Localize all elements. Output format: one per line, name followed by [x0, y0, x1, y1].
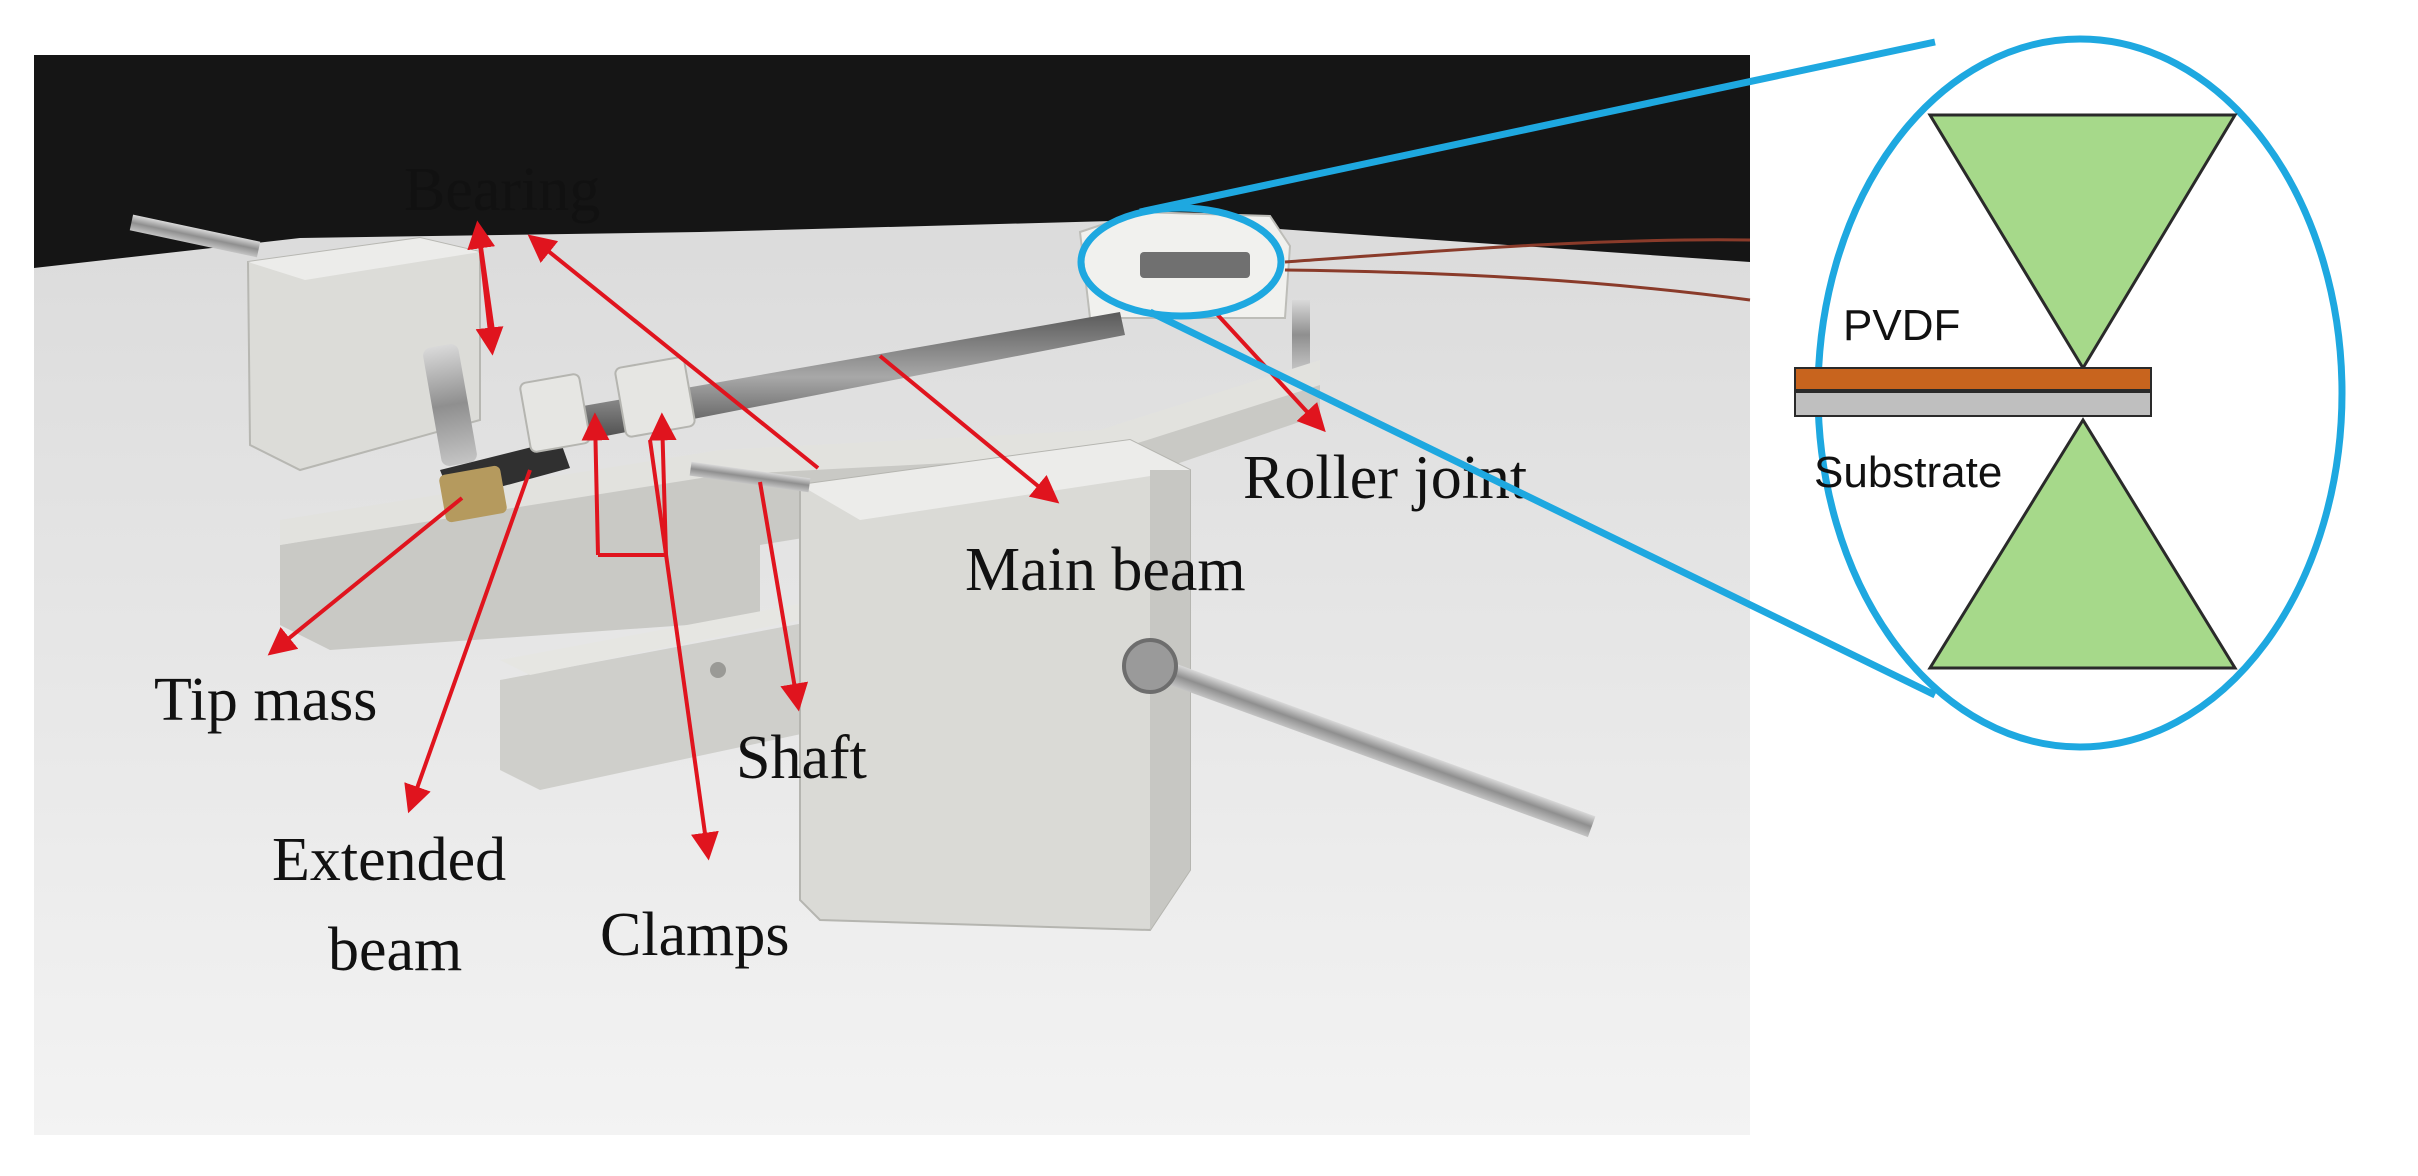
label-bearing: Bearing — [404, 156, 600, 224]
arrow-tip-mass — [267, 496, 464, 656]
zoom-connector-top — [1139, 38, 1936, 216]
label-pvdf: PVDF — [1843, 301, 1960, 350]
right-end-block-side — [1150, 470, 1190, 930]
shaft-bearing-ring — [1122, 638, 1178, 694]
label-clamps: Clamps — [600, 901, 789, 969]
upper-wedge — [1927, 113, 2238, 371]
arrow-clamp-left — [581, 412, 610, 556]
label-main-beam: Main beam — [965, 536, 1246, 604]
signal-wire — [1284, 238, 1751, 302]
left-shaft — [129, 214, 261, 258]
frame-foot-top — [500, 600, 850, 675]
tip-mass — [423, 344, 477, 466]
label-substrate: Substrate — [1814, 448, 2002, 497]
main-beam — [560, 312, 1125, 442]
zoom-source-ellipse — [1077, 204, 1285, 320]
tip-mass-nut — [439, 465, 507, 523]
label-tip-mass: Tip mass — [154, 666, 377, 734]
label-shaft: Shaft — [736, 724, 867, 792]
mount-hole — [710, 662, 726, 678]
label-extended-beam-line1: Extended — [272, 826, 506, 894]
right-end-block-top — [800, 440, 1190, 520]
arrow-bearing-right — [527, 234, 820, 470]
photo-panel — [34, 55, 1751, 1135]
substrate-layer — [1794, 391, 2152, 417]
left-end-block-top — [248, 238, 480, 280]
arrow-clamp-right — [648, 412, 677, 556]
component-labels: Bearing Roller joint Main beam Tip mass … — [154, 156, 1527, 984]
arrow-main-beam — [878, 354, 1060, 504]
roller-joint-slot — [1140, 252, 1250, 278]
roller-post — [1292, 300, 1310, 370]
pvdf-layer — [1794, 367, 2152, 391]
clamp-right — [614, 356, 696, 438]
center-shaft — [689, 461, 811, 493]
lower-wedge — [1927, 417, 2238, 670]
inset-cross-section: PVDF Substrate — [1794, 113, 2238, 670]
frame-foot-front — [500, 620, 820, 790]
arrow-shaft — [758, 481, 809, 712]
arrow-clamps — [648, 439, 719, 861]
arrow-bearing-left-up — [467, 220, 496, 339]
annotation-arrows — [267, 220, 1326, 861]
dark-background-wall — [34, 55, 1750, 268]
right-shaft — [1136, 652, 1596, 838]
label-extended-beam-line2: beam — [328, 916, 462, 984]
zoom-connector-bottom — [1148, 308, 1937, 699]
clamp-left — [519, 373, 591, 453]
arrow-extended-beam — [404, 469, 532, 814]
label-roller-joint: Roller joint — [1243, 444, 1527, 512]
